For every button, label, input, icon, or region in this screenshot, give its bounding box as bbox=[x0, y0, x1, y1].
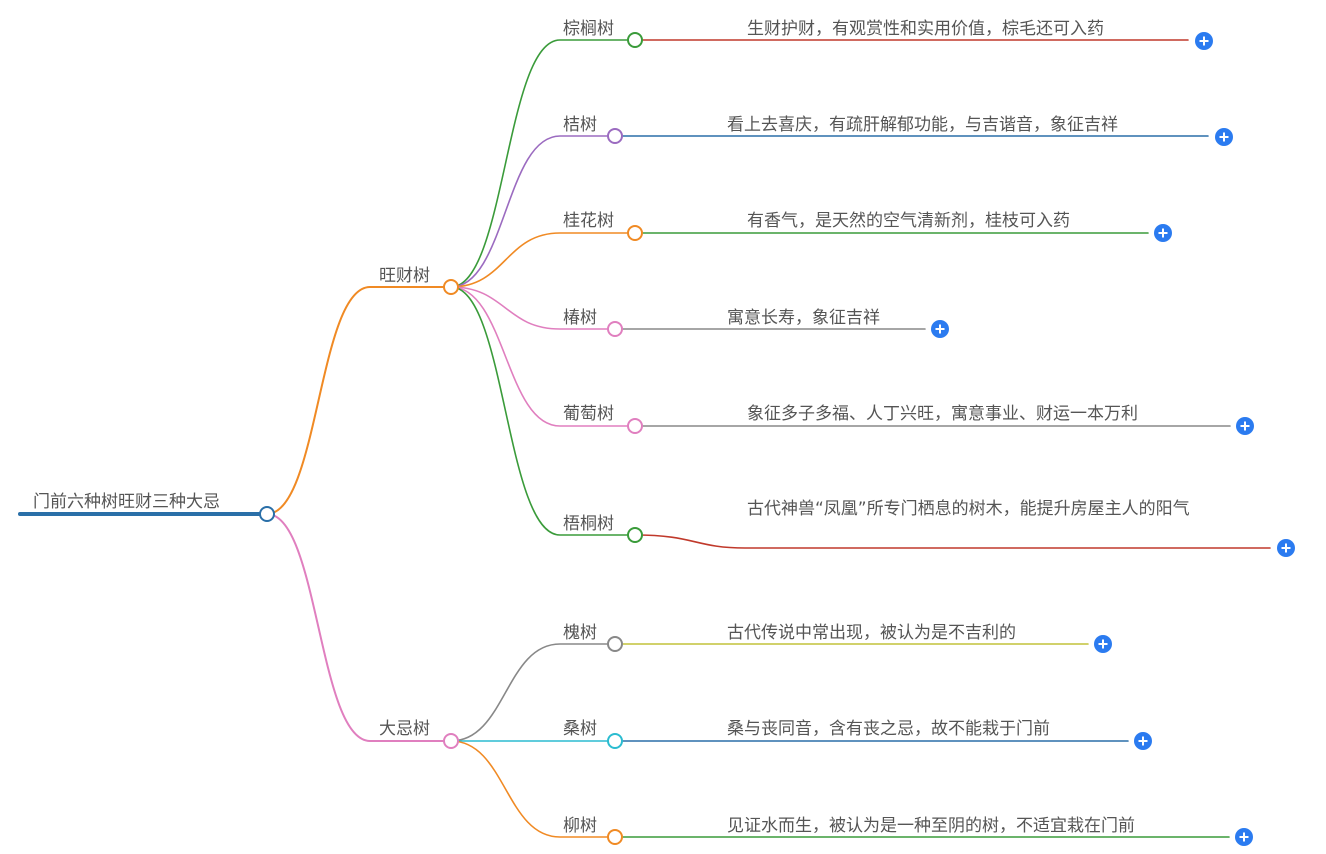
root-branch-connector bbox=[266, 286, 452, 515]
leaf-collapse-toggle[interactable] bbox=[607, 128, 623, 144]
expand-plus-icon[interactable] bbox=[1236, 417, 1254, 435]
expand-plus-icon[interactable] bbox=[1094, 635, 1112, 653]
leaf-collapse-toggle[interactable] bbox=[627, 527, 643, 543]
leaf-topic-label[interactable]: 桂花树 bbox=[563, 211, 614, 231]
leaf-description[interactable]: 看上去喜庆，有疏肝解郁功能，与吉谐音，象征吉祥 bbox=[727, 115, 1118, 135]
leaf-topic-label[interactable]: 柳树 bbox=[563, 816, 597, 836]
leaf-description[interactable]: 象征多子多福、人丁兴旺，寓意事业、财运一本万利 bbox=[747, 404, 1138, 424]
root-collapse-toggle[interactable] bbox=[259, 506, 275, 522]
branch-leaf-connector bbox=[450, 286, 636, 536]
leaf-topic-label[interactable]: 桔树 bbox=[563, 115, 597, 135]
expand-plus-icon[interactable] bbox=[931, 320, 949, 338]
expand-plus-icon[interactable] bbox=[1215, 128, 1233, 146]
branch-leaf-connector bbox=[450, 135, 616, 288]
branch-leaf-connector bbox=[450, 643, 616, 742]
root-topic-label[interactable]: 门前六种树旺财三种大忌 bbox=[33, 492, 220, 512]
expand-plus-icon[interactable] bbox=[1154, 224, 1172, 242]
leaf-collapse-toggle[interactable] bbox=[627, 418, 643, 434]
root-branch-connector bbox=[266, 513, 452, 742]
leaf-topic-label[interactable]: 椿树 bbox=[563, 308, 597, 328]
leaf-description[interactable]: 寓意长寿，象征吉祥 bbox=[727, 308, 880, 328]
leaf-topic-label[interactable]: 葡萄树 bbox=[563, 404, 614, 424]
leaf-description[interactable]: 生财护财，有观赏性和实用价值，棕毛还可入药 bbox=[747, 19, 1104, 39]
branch-collapse-toggle[interactable] bbox=[443, 733, 459, 749]
leaf-collapse-toggle[interactable] bbox=[627, 225, 643, 241]
branch-topic-label[interactable]: 大忌树 bbox=[379, 719, 430, 739]
leaf-collapse-toggle[interactable] bbox=[627, 32, 643, 48]
branch-collapse-toggle[interactable] bbox=[443, 279, 459, 295]
expand-plus-icon[interactable] bbox=[1134, 732, 1152, 750]
leaf-description[interactable]: 古代神兽“凤凰”所专门栖息的树木，能提升房屋主人的阳气 bbox=[747, 499, 1190, 519]
expand-plus-icon[interactable] bbox=[1195, 32, 1213, 50]
leaf-collapse-toggle[interactable] bbox=[607, 321, 623, 337]
branch-topic-label[interactable]: 旺财树 bbox=[379, 266, 430, 286]
leaf-description[interactable]: 桑与丧同音，含有丧之忌，故不能栽于门前 bbox=[727, 719, 1050, 739]
leaf-topic-label[interactable]: 槐树 bbox=[563, 623, 597, 643]
branch-leaf-connector bbox=[450, 232, 636, 288]
leaf-topic-label[interactable]: 棕榈树 bbox=[563, 19, 614, 39]
leaf-collapse-toggle[interactable] bbox=[607, 829, 623, 845]
leaf-collapse-toggle[interactable] bbox=[607, 733, 623, 749]
leaf-description[interactable]: 有香气，是天然的空气清新剂，桂枝可入药 bbox=[747, 211, 1070, 231]
leaf-topic-label[interactable]: 梧桐树 bbox=[563, 514, 614, 534]
branch-leaf-connector bbox=[450, 39, 636, 288]
expand-plus-icon[interactable] bbox=[1277, 539, 1295, 557]
leaf-description[interactable]: 古代传说中常出现，被认为是不吉利的 bbox=[727, 623, 1016, 643]
leaf-collapse-toggle[interactable] bbox=[607, 636, 623, 652]
branch-leaf-connector bbox=[450, 286, 616, 330]
branch-leaf-connector bbox=[450, 740, 616, 838]
description-underline bbox=[634, 534, 1271, 549]
expand-plus-icon[interactable] bbox=[1235, 828, 1253, 846]
leaf-description[interactable]: 见证水而生，被认为是一种至阴的树，不适宜栽在门前 bbox=[727, 816, 1135, 836]
branch-leaf-connector bbox=[450, 286, 636, 427]
leaf-topic-label[interactable]: 桑树 bbox=[563, 719, 597, 739]
